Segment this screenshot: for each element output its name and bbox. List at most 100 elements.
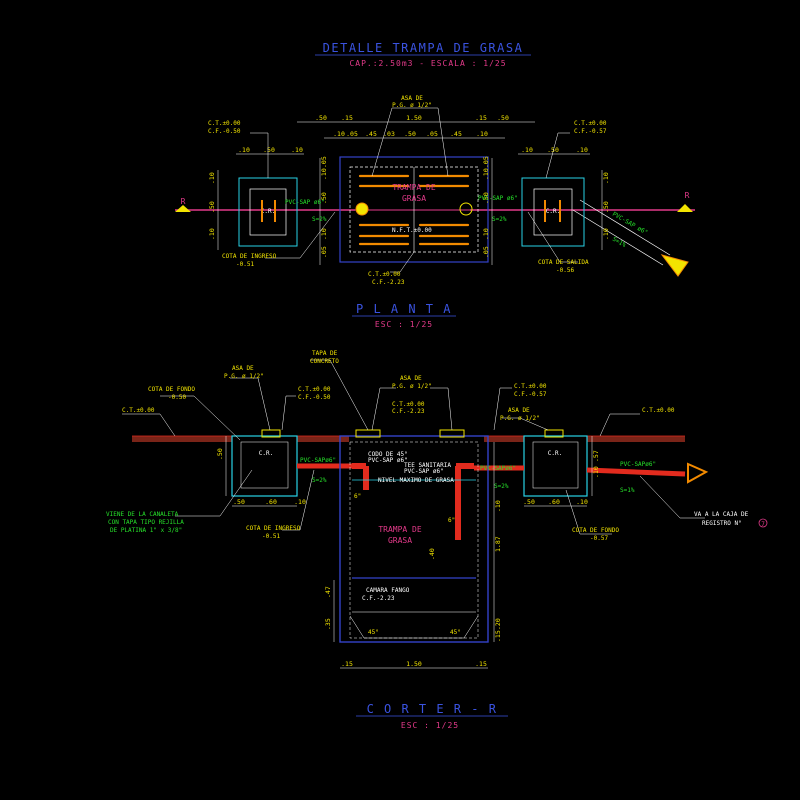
plan-cf-bottom: C.F.-2.23 [372, 279, 405, 286]
plan-dim-mid-05b: .05 [426, 130, 438, 138]
section-dim-l10: .10 [294, 498, 306, 506]
section-va-num-circle [758, 518, 768, 528]
section-cota-fondo-l: COTA DE FONDO [148, 386, 195, 393]
plan-ct-bottom: C.T.±0.00 [368, 271, 401, 278]
section-pvc-c: PVC-SAPø6" [480, 465, 516, 472]
section-dim-r10: .10 [576, 498, 588, 506]
plan-pipe-diag-a [579, 199, 671, 256]
section-pipe-6a: 6" [354, 493, 361, 500]
plan-dim-vr-10a: .10 [602, 172, 610, 184]
section-cf-c: C.F.-2.23 [392, 408, 425, 415]
section-nivel: NIVEL MAXIMO DE GRASA [378, 477, 454, 484]
drawing-title: DETALLE TRAMPA DE GRASA [323, 41, 524, 55]
section-dim-l50: .50 [233, 498, 245, 506]
plan-cota-salida-val: -0.56 [556, 267, 574, 274]
section-dim-b15b: .15 [475, 660, 487, 668]
section-pvc-l: PVC-SAPø6" [300, 457, 336, 464]
section-tapa-2: CONCRETO [310, 358, 339, 365]
plan-dim-vt2-05b: .05 [482, 246, 490, 258]
plan-dim-mid-45b: .45 [450, 130, 462, 138]
plan-dim-vl-10a: .10 [208, 172, 216, 184]
section-hopper [349, 615, 479, 639]
plan-cr-right-inner [533, 188, 573, 236]
section-tee-2: PVC-SAP ø6" [404, 468, 444, 475]
section-cota-fondo-r: COTA DE FONDO [572, 527, 619, 534]
plan-dim-top-50a: .50 [315, 114, 327, 122]
section-dim-r60: .60 [548, 498, 560, 506]
plan-cota-ingreso: COTA DE INGRESO [222, 253, 277, 260]
plan-dim-vl-50: .50 [208, 201, 216, 213]
section-ct-l: C.T.±0.00 [298, 386, 331, 393]
section-dim-v187: 1.87 [494, 536, 502, 552]
plan-slope-diag: S=1% [611, 236, 627, 249]
plan-slope-out: S=2% [492, 216, 507, 223]
plan-section-marker-left: R [181, 197, 186, 206]
plan-dim-vr-10b: .10 [602, 228, 610, 240]
plan-cr-right-outer [521, 177, 585, 247]
plan-trap-label-1: TRAMPA DE [392, 183, 436, 192]
section-cota-ingreso: COTA DE INGRESO [246, 525, 301, 532]
section-canaleta-2: CON TAPA TIPO REJILLA [108, 519, 184, 526]
section-dim-v35: .35 [324, 618, 332, 630]
section-canaleta-1: VIENE DE LA CANALETA [106, 511, 179, 518]
section-dim-vr10: .10 [494, 500, 502, 512]
plan-dim-vt-10: .10 [320, 168, 328, 180]
section-dim-b15a: .15 [341, 660, 353, 668]
section-cota-ingreso-val: -0.51 [262, 533, 280, 540]
section-slope-l: S=2% [312, 477, 327, 484]
section-view: C.R. C.R. TRAMPA DE GRASA CAMARA F [106, 350, 768, 730]
plan-outlet-tee [459, 202, 473, 216]
plan-view: R R C.R. C.R. TRAMPA DE GRASA [175, 95, 695, 329]
plan-dim-vt-50: .50 [320, 192, 328, 204]
plan-dim-vt2-05: .05 [482, 156, 490, 168]
plan-dim-top-15b: .15 [475, 114, 487, 122]
section-cr-left-wall [231, 435, 298, 497]
plan-cota-salida: COTA DE SALIDA [538, 259, 589, 266]
section-dim-v15: .15 [494, 630, 502, 642]
section-dim-v40: .40 [428, 548, 436, 560]
plan-asa-2: P.G. ø 1/2" [392, 102, 432, 109]
section-asa-l-2: P.G. ø 1/2" [224, 373, 264, 380]
plan-dim-vl-10b: .10 [208, 228, 216, 240]
plan-ct-left: C.T.±0.00 [208, 120, 241, 127]
plan-cf-right: C.F.-0.57 [574, 128, 607, 135]
plan-pvc-diag: PVC-SAP ø6" [611, 211, 649, 237]
plan-dim-crl-50: .50 [263, 146, 275, 154]
plan-dim-crr-10a: .10 [521, 146, 533, 154]
section-flow-arrow [687, 462, 709, 484]
plan-section-triangle-right [677, 204, 693, 212]
section-cr-right-lid [544, 429, 564, 438]
plan-dim-vt-10b: .10 [320, 228, 328, 240]
plan-dim-mid-45: .45 [365, 130, 377, 138]
plan-dim-crl-10b: .10 [291, 146, 303, 154]
plan-dim-top-50b: .50 [497, 114, 509, 122]
plan-trap-label-2: GRASA [402, 194, 426, 203]
plan-dim-lines [217, 121, 603, 265]
section-va-num: 7 [761, 521, 765, 528]
section-tee: TEE SANITARIA [404, 462, 451, 469]
section-trap-label-2: GRASA [388, 536, 412, 545]
plan-flow-arrow [660, 254, 689, 277]
plan-cr-left-inner [249, 188, 287, 236]
plan-dim-top-15a: .15 [341, 114, 353, 122]
section-cota-fondo-r-val: -0.57 [590, 535, 608, 542]
section-cr-left-inner [240, 441, 289, 489]
section-pvc-r: PVC-SAPø6" [620, 461, 656, 468]
plan-dim-vt-05b: .05 [320, 246, 328, 258]
plan-dim-vt-05a: .05 [320, 156, 328, 168]
section-cf-r: C.F.-0.57 [514, 391, 547, 398]
plan-trap-outer [339, 156, 489, 263]
plan-dim-mid-10a: .10 [333, 130, 345, 138]
plan-pvc-in: PVC-SAP ø6" [285, 199, 325, 206]
section-slope-r: S=1% [620, 487, 635, 494]
section-codo-2: PVC-SAP ø6" [368, 457, 408, 464]
section-pipe-6b: 6" [448, 517, 455, 524]
section-dim-v47: .47 [324, 586, 332, 598]
section-va-1: VA A LA CAJA DE [694, 511, 749, 518]
section-view-name: C O R T E R - R [367, 702, 498, 716]
section-va-2: REGISTRO N° [702, 520, 742, 527]
plan-cf-left: C.F.-0.50 [208, 128, 241, 135]
section-cr-right-wall [523, 435, 588, 497]
plan-cr-right-label: C.R. [546, 208, 560, 215]
section-tapa-1: TAPA DE [312, 350, 338, 357]
